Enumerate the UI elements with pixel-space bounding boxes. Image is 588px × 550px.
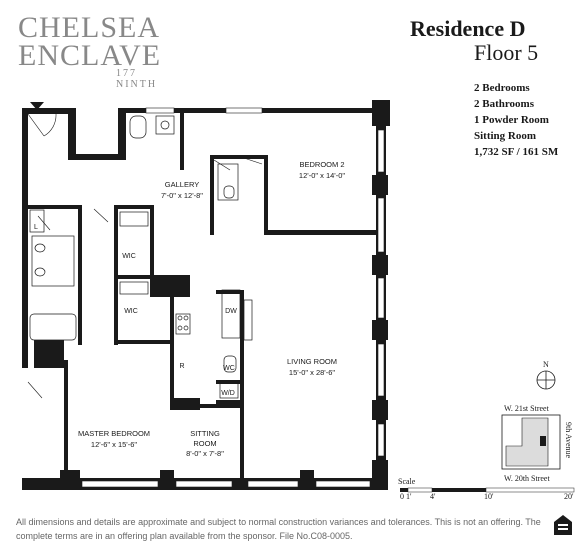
plan-windows (81, 107, 385, 488)
spec-area: 1,732 SF / 161 SM (474, 146, 559, 158)
scale-tick-10: 10' (484, 492, 494, 501)
plan-fixtures (29, 115, 253, 399)
bedroom-2-dims: 12'-0" x 14'-0" (299, 171, 345, 180)
key-plan: W. 21st Street W. 20th Street 9th Avenue (501, 404, 573, 483)
entry-arrow-icon (30, 102, 44, 110)
street-bottom: W. 20th Street (504, 474, 550, 483)
spec-powder-room: 1 Powder Room (474, 114, 549, 126)
linen-label: L (34, 224, 38, 231)
wc-label: WC (223, 365, 235, 372)
brand-line-2: ENCLAVE (18, 39, 162, 72)
scale-tick-4: 4' (430, 492, 436, 501)
sitting-room-label: SITTING (190, 429, 220, 438)
spec-sitting-room: Sitting Room (474, 130, 537, 142)
scale-tick-0: 0 1' (400, 492, 412, 501)
north-label: N (543, 360, 549, 369)
wd-label: W/D (221, 390, 235, 397)
brand-logo: CHELSEA ENCLAVE 177 NINTH (18, 11, 162, 91)
brand-line-3: 177 NINTH (116, 68, 158, 90)
wic-label-2: WIC (124, 308, 138, 315)
avenue-label: 9th Avenue (564, 422, 573, 459)
spec-bedrooms: 2 Bedrooms (474, 82, 530, 94)
sitting-room-dims: 8'-0" x 7'-8" (186, 449, 224, 458)
residence-title: Residence D (410, 16, 526, 41)
wic-label-1: WIC (122, 253, 136, 260)
gallery-dims: 7'-0" x 12'-8" (161, 191, 203, 200)
dw-label: DW (225, 308, 237, 315)
gallery-label: GALLERY (165, 180, 199, 189)
legal-disclaimer: All dimensions and details are approxima… (16, 517, 541, 541)
floor-title: Floor 5 (474, 40, 539, 65)
spec-bathrooms: 2 Bathrooms (474, 98, 534, 110)
living-room-dims: 15'-0" x 28'-6" (289, 368, 335, 377)
living-room-label: LIVING ROOM (287, 357, 337, 366)
unit-specs: 2 Bedrooms 2 Bathrooms 1 Powder Room Sit… (474, 80, 558, 160)
sitting-room-label-2: ROOM (193, 439, 216, 448)
north-compass-icon: N (536, 360, 556, 390)
master-bedroom-dims: 12'-6" x 15'-6" (91, 440, 137, 449)
brand-line-1: CHELSEA (18, 11, 160, 44)
bedroom-2-label: BEDROOM 2 (299, 160, 344, 169)
scale-bar: Scale 0 1' 4' 10' 20' (398, 477, 575, 501)
master-bedroom-label: MASTER BEDROOM (78, 429, 150, 438)
refrigerator-label: R (179, 363, 184, 370)
street-top: W. 21st Street (504, 404, 550, 413)
equal-housing-icon (554, 515, 572, 535)
scale-tick-20: 20' (564, 492, 574, 501)
scale-label: Scale (398, 477, 416, 486)
